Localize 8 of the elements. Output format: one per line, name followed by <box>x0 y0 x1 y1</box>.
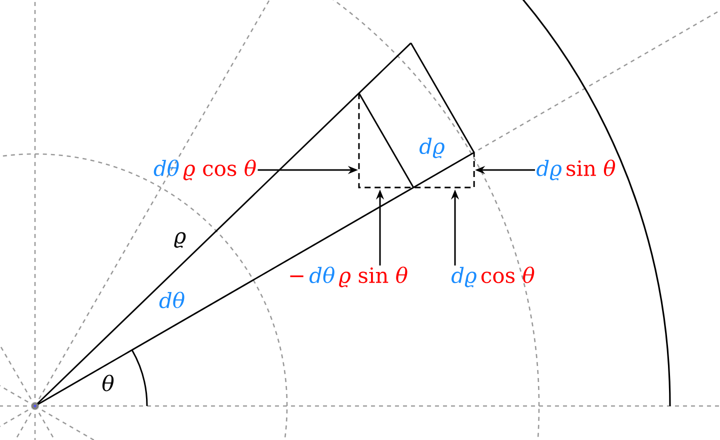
symbol-label: dθ <box>159 292 184 308</box>
symbol-label: θ <box>102 374 114 392</box>
term-label: dθ ϱ cos θ <box>154 160 256 180</box>
term-label: dϱ sin θ <box>536 160 616 180</box>
term-label: − dθ ϱ sin θ <box>290 266 408 288</box>
symbol-label: dϱ <box>420 138 444 158</box>
term-label: dϱ cos θ <box>452 266 534 288</box>
symbol-label: ϱ <box>174 232 186 248</box>
